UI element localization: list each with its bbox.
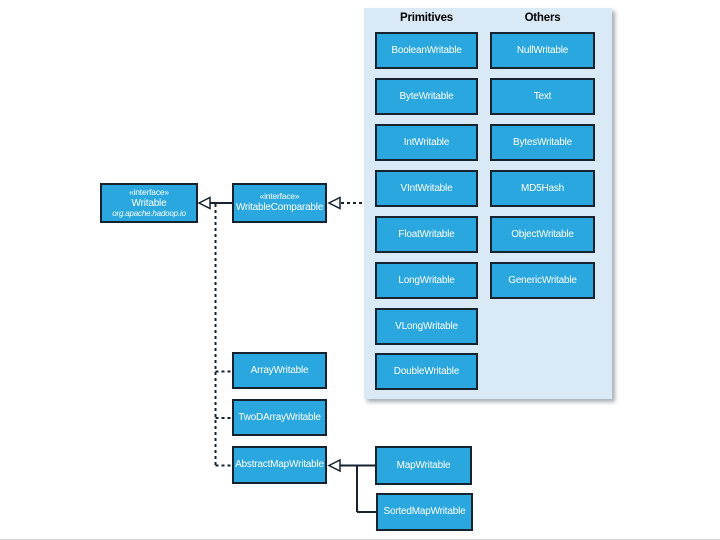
class-box-bytewritable: ByteWritable	[375, 78, 478, 115]
class-box-abstractmapwritable: AbstractMapWritable	[232, 446, 327, 484]
class-box-arraywritable: ArrayWritable	[232, 352, 327, 389]
writable-name: Writable	[131, 197, 167, 209]
class-box-sortedmapwritable: SortedMapWritable	[376, 493, 473, 531]
class-box-genericwritable: GenericWritable	[490, 262, 595, 299]
writablecomparable-name: WritableComparable	[235, 202, 324, 214]
interface-box-writablecomparable: «interface» WritableComparable	[232, 183, 327, 223]
interface-box-writable: «interface» Writable org.apache.hadoop.i…	[100, 183, 198, 223]
writable-stereotype: «interface»	[129, 186, 169, 197]
column-header-others: Others	[524, 12, 561, 24]
class-box-doublewritable: DoubleWritable	[375, 353, 478, 390]
hollow-triangle-arrow-writable	[197, 196, 211, 210]
class-box-nullwritable: NullWritable	[490, 32, 595, 69]
class-box-intwritable: IntWritable	[375, 124, 478, 161]
class-box-longwritable: LongWritable	[375, 262, 478, 299]
class-box-text: Text	[490, 78, 595, 115]
class-box-booleanwritable: BooleanWritable	[375, 32, 478, 69]
class-box-byteswritable: BytesWritable	[490, 124, 595, 161]
class-box-vintwritable: VIntWritable	[375, 170, 478, 207]
column-header-primitives: Primitives	[400, 12, 453, 24]
class-box-twodarraywritable: TwoDArrayWritable	[232, 399, 327, 436]
class-box-objectwritable: ObjectWritable	[490, 216, 595, 253]
hollow-triangle-arrow-writablecomparable	[327, 196, 341, 210]
class-box-floatwritable: FloatWritable	[375, 216, 478, 253]
writablecomparable-stereotype: «interface»	[259, 191, 300, 202]
hollow-triangle-arrow-abstractmapwritable	[327, 458, 341, 473]
class-box-md5hash: MD5Hash	[490, 170, 595, 207]
writable-package: org.apache.hadoop.io	[112, 209, 186, 219]
class-box-vlongwritable: VLongWritable	[375, 308, 478, 345]
class-box-mapwritable: MapWritable	[375, 446, 472, 485]
